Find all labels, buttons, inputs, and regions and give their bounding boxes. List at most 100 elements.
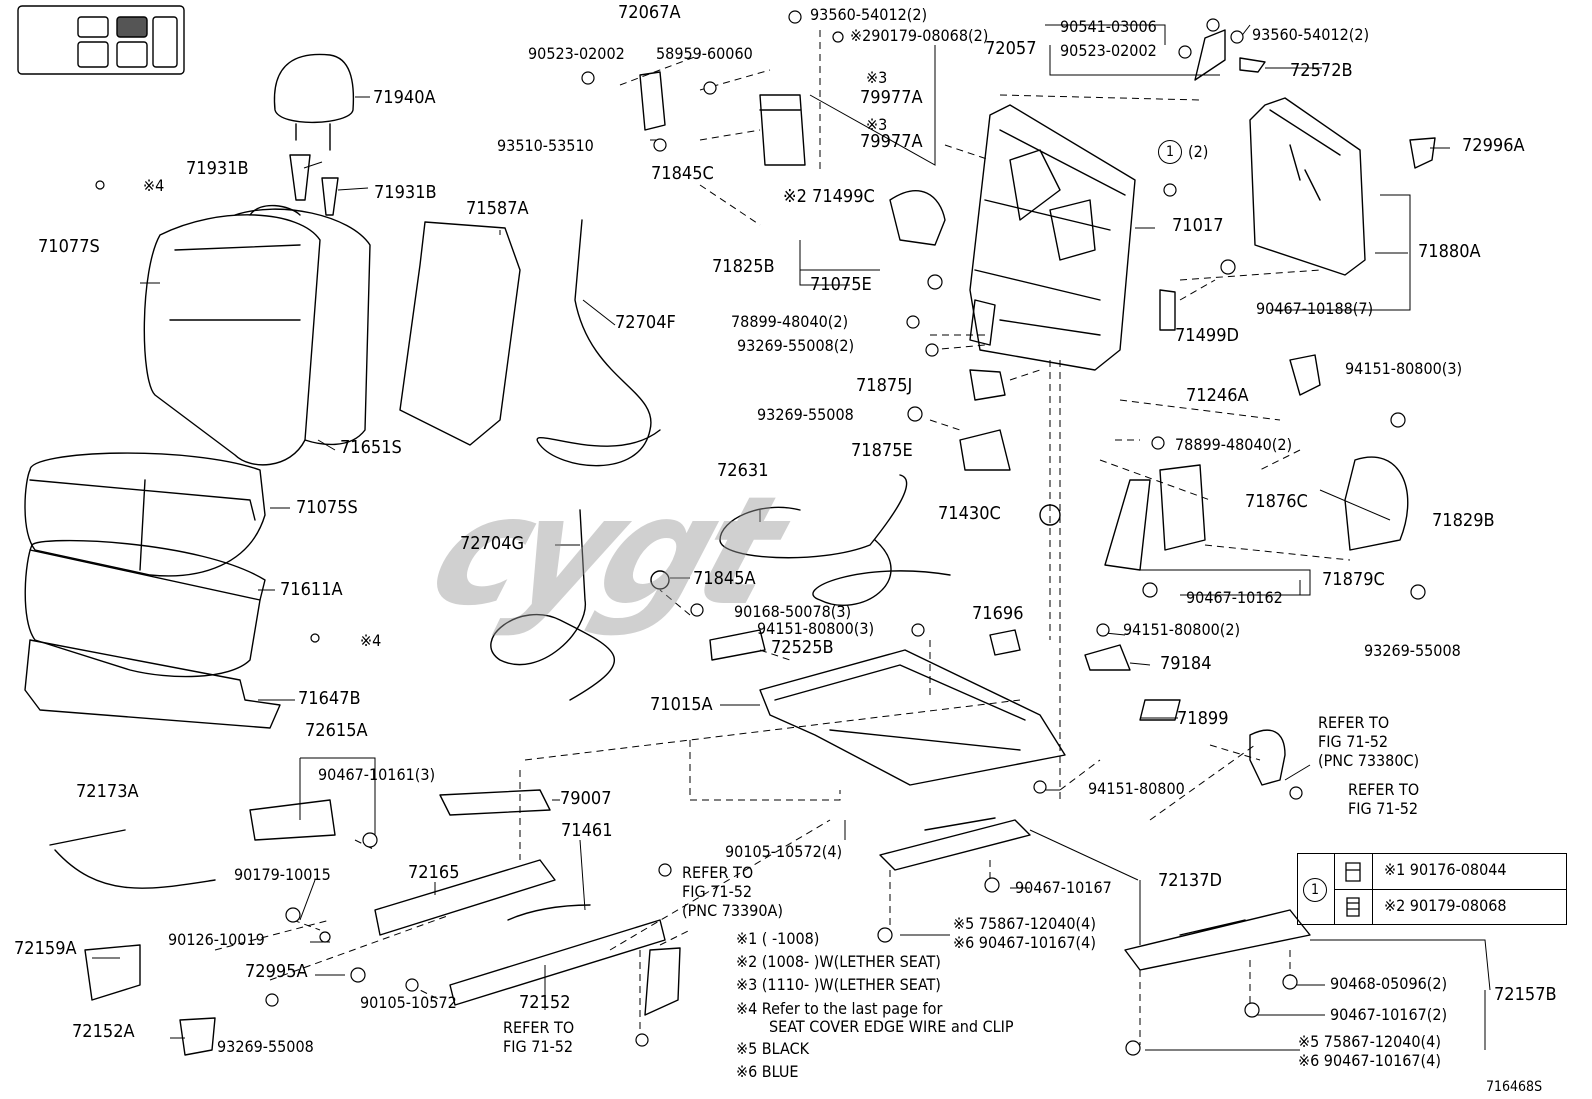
- label-71587A: 71587A: [466, 198, 529, 219]
- label-93560-a: 93560-54012(2): [810, 5, 928, 24]
- label-72137D: 72137D: [1158, 870, 1222, 891]
- cable-72704G: [490, 509, 616, 701]
- label-93269-d: 93269-55008: [217, 1037, 314, 1056]
- label-75867-a: ※5 75867-12040(4): [953, 914, 1096, 933]
- label-72572B: 72572B: [1290, 60, 1353, 81]
- base-71015A: [759, 649, 1066, 786]
- label-72525B: 72525B: [771, 637, 834, 658]
- rail-72165: [374, 859, 556, 936]
- label-90126: 90126-10019: [168, 930, 265, 949]
- note-x3-a: ※3: [866, 68, 888, 87]
- seat-back-71077S: [143, 214, 321, 466]
- label-71845C: 71845C: [651, 163, 714, 184]
- label-90523-b: 90523-02002: [1060, 41, 1157, 60]
- label-72165: 72165: [408, 862, 460, 883]
- label-90179: 90179-10015: [234, 865, 331, 884]
- label-71611A: 71611A: [280, 579, 343, 600]
- label-72057: 72057: [985, 38, 1037, 59]
- label-71940A: 71940A: [373, 87, 436, 108]
- label-93510: 93510-53510: [497, 136, 594, 155]
- note-2: ※2 (1008- )W(LETHER SEAT): [736, 952, 941, 971]
- label-71845A: 71845A: [693, 568, 756, 589]
- label-72996A: 72996A: [1462, 135, 1525, 156]
- label-94151-a: 94151-80800(3): [1345, 359, 1463, 378]
- label-71015A: 71015A: [650, 694, 713, 715]
- note-x4-a: ※4: [143, 176, 165, 195]
- label-72704F: 72704F: [615, 312, 676, 333]
- label-71880A: 71880A: [1418, 241, 1481, 262]
- label-90467-e: ※6 90467-10167(4): [953, 933, 1096, 952]
- label-72067A: 72067A: [618, 2, 681, 23]
- label-94151-c: 94151-80800(2): [1123, 620, 1241, 639]
- label-71879C: 71879C: [1322, 569, 1385, 590]
- label-90467-g: ※6 90467-10167(4): [1298, 1051, 1441, 1070]
- label-79007: 79007: [560, 788, 612, 809]
- label-72995A: 72995A: [245, 961, 308, 982]
- label-71876C: 71876C: [1245, 491, 1308, 512]
- note-3: ※3 (1110- )W(LETHER SEAT): [736, 975, 941, 994]
- label-71931B-b: 71931B: [374, 182, 437, 203]
- refer-fig-71-52-a: REFER TO FIG 71-52: [1348, 780, 1420, 818]
- note-1: ※1 ( -1008): [736, 929, 820, 948]
- label-71647B: 71647B: [298, 688, 361, 709]
- label-71075E: 71075E: [810, 274, 872, 295]
- label-90523-a: 90523-02002: [528, 44, 625, 63]
- legend-row-1: ※1 90176-08044: [1384, 860, 1507, 879]
- label-75867-b: ※5 75867-12040(4): [1298, 1032, 1441, 1051]
- label-72152: 72152: [519, 992, 571, 1013]
- cable-72704F: [536, 219, 661, 467]
- seat-cushion-71075S: [24, 452, 266, 577]
- label-72157B: 72157B: [1494, 984, 1557, 1005]
- figure-code: 716468S: [1486, 1079, 1543, 1095]
- legend-marker: 1: [1303, 878, 1327, 902]
- clip-icon-2: [1346, 897, 1360, 917]
- label-90105-a: 90105-10572(4): [725, 842, 843, 861]
- rail-72152: [449, 919, 666, 1006]
- label-90467-a: 90467-10188(7): [1256, 299, 1374, 318]
- frame-71017: [969, 104, 1136, 371]
- label-58959: 58959-60060: [656, 44, 753, 63]
- label-90468: 90468-05096(2): [1330, 974, 1448, 993]
- headrest-71940A: [273, 53, 355, 124]
- seat-cushion-71611A: [24, 539, 266, 678]
- note-4: ※4 Refer to the last page for: [736, 999, 943, 1018]
- label-72615A: 72615A: [305, 720, 368, 741]
- label-90467-b: 90467-10162: [1186, 588, 1283, 607]
- label-72631: 72631: [717, 460, 769, 481]
- label-71829B: 71829B: [1432, 510, 1495, 531]
- marker-circle-1: 1: [1158, 140, 1182, 164]
- label-290179: ※290179-08068(2): [850, 26, 989, 45]
- label-72704G: 72704G: [460, 533, 525, 554]
- label-93269-a: 93269-55008(2): [737, 336, 855, 355]
- panel-71880A: [1249, 97, 1366, 276]
- label-79977A-b: 79977A: [860, 131, 923, 152]
- label-71875E: 71875E: [851, 440, 913, 461]
- board-71587A: [399, 221, 521, 446]
- pad-71647B: [24, 639, 281, 729]
- label-71825B: 71825B: [712, 256, 775, 277]
- label-circle-count: (2): [1188, 142, 1209, 161]
- cable-72631: [719, 474, 908, 559]
- note-x3-b: ※3: [866, 115, 888, 134]
- refer-fig-71-52-pnc-73390a: REFER TO FIG 71-52 (PNC 73390A): [682, 863, 783, 920]
- refer-fig-71-52-pnc-73380c: REFER TO FIG 71-52 (PNC 73380C): [1318, 713, 1420, 770]
- clip-icon-1: [1345, 862, 1361, 882]
- label-71499C: ※2 71499C: [783, 186, 875, 207]
- label-71899: 71899: [1177, 708, 1229, 729]
- label-90541: 90541-03006: [1060, 17, 1157, 36]
- label-78899-a: 78899-48040(2): [731, 312, 849, 331]
- label-72173A: 72173A: [76, 781, 139, 802]
- label-90105-b: 90105-10572: [360, 993, 457, 1012]
- label-71077S: 71077S: [38, 236, 100, 257]
- label-71461: 71461: [561, 820, 613, 841]
- note-6: ※6 BLUE: [736, 1062, 799, 1081]
- cover-72157B: [1124, 909, 1311, 971]
- label-71696: 71696: [972, 603, 1024, 624]
- label-71430C: 71430C: [938, 503, 1001, 524]
- label-93269-c: 93269-55008: [1364, 641, 1461, 660]
- cover-72137D: [879, 817, 1031, 871]
- note-4-detail: SEAT COVER EDGE WIRE and CLIP: [769, 1017, 1014, 1036]
- label-90467-c: 90467-10161(3): [318, 765, 436, 784]
- label-90467-f: 90467-10167(2): [1330, 1005, 1448, 1024]
